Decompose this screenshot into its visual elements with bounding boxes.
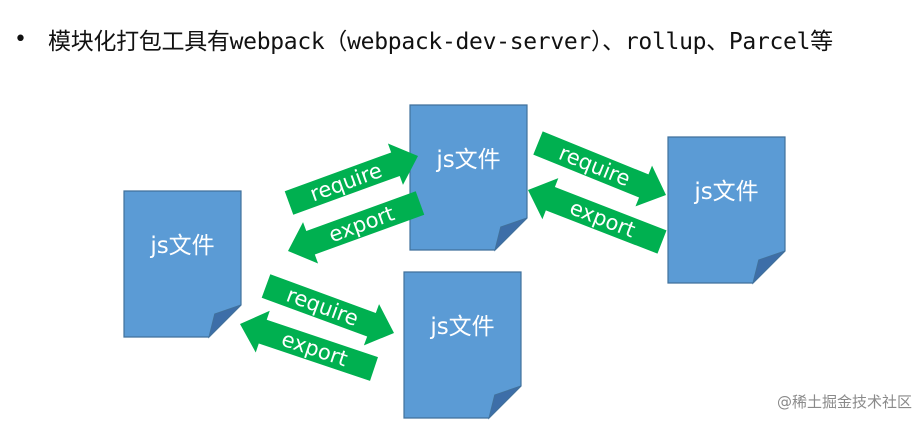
doc-label: js文件	[149, 233, 214, 259]
heading-text: 模块化打包工具有webpack（webpack-dev-server）、roll…	[48, 29, 833, 55]
arrow-shape	[533, 131, 667, 207]
arrow-shape	[287, 191, 425, 264]
arrow-label: export	[566, 195, 638, 242]
arrow-label: require	[307, 158, 385, 206]
doc-top: js文件	[409, 104, 528, 252]
arrow-shape	[528, 178, 667, 254]
page-fold	[494, 217, 528, 252]
heading-line: • 模块化打包工具有webpack（webpack-dev-server）、ro…	[14, 22, 833, 56]
page-fold	[208, 304, 242, 339]
arrow-label: export	[325, 201, 397, 247]
doc-label: js文件	[429, 314, 494, 340]
arrow-label: export	[279, 327, 351, 371]
doc-right: js文件	[667, 136, 786, 285]
bullet-dot: •	[14, 26, 27, 52]
arrow-shape	[284, 143, 419, 215]
doc-label: js文件	[435, 147, 500, 173]
arrow-shape	[239, 310, 378, 381]
doc-label: js文件	[693, 179, 758, 205]
page-fold	[752, 250, 786, 285]
watermark: @稀土掘金技术社区	[776, 393, 912, 411]
page-fold	[488, 385, 522, 420]
doc-bottom: js文件	[403, 271, 522, 420]
arrow-label: require	[283, 283, 361, 331]
doc-left: js文件	[123, 190, 242, 339]
arrow-shape	[261, 274, 395, 346]
arrow-label: require	[555, 141, 633, 191]
